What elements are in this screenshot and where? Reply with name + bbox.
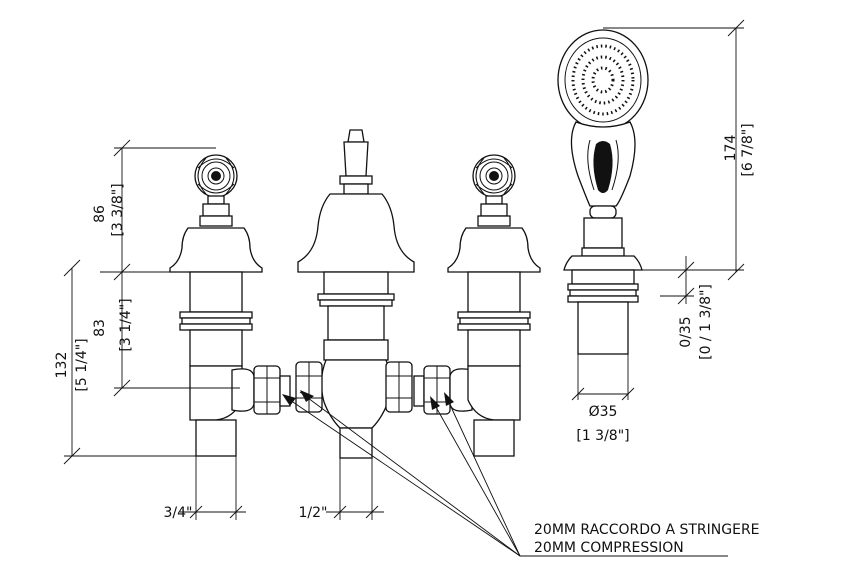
dim-3-4: 3/4"	[164, 505, 193, 521]
hand-shower	[557, 29, 649, 355]
dim-132-in: [5 1/4"]	[74, 338, 90, 391]
right-valve	[447, 154, 541, 457]
callout-line-2: 20MM COMPRESSION	[534, 540, 684, 556]
left-compression-fitting	[231, 365, 291, 415]
dim-83-in: [3 1/4"]	[118, 298, 134, 351]
dim-86-in: [3 3/8"]	[110, 183, 126, 236]
dim-86: 86	[92, 205, 108, 223]
dim-diameter-35: Ø35	[589, 404, 618, 420]
center-diverter	[297, 129, 415, 459]
dim-174-in: [6 7/8"]	[740, 123, 756, 176]
dim-132: 132	[54, 352, 70, 379]
center-left-fitting	[295, 361, 323, 413]
dimension-lines	[63, 19, 745, 520]
dim-83: 83	[92, 319, 108, 337]
callout-leaders	[282, 390, 728, 557]
dimension-labels: 86 [3 3/8"] 83 [3 1/4"] 132 [5 1/4"] 174…	[54, 123, 756, 521]
center-right-fitting	[385, 361, 413, 413]
dim-0-35: 0/35	[678, 316, 694, 347]
right-compression-fitting	[413, 365, 473, 415]
dim-1-2: 1/2"	[299, 505, 328, 521]
dim-174: 174	[723, 135, 739, 162]
callout-line-1: 20MM RACCORDO A STRINGERE	[534, 522, 760, 538]
dim-0-35-in: [0 / 1 3/8"]	[698, 284, 714, 360]
dim-diameter-35-in: [1 3/8"]	[576, 428, 629, 444]
left-valve	[169, 154, 263, 457]
compression-callout: 20MM RACCORDO A STRINGERE 20MM COMPRESSI…	[534, 522, 760, 556]
